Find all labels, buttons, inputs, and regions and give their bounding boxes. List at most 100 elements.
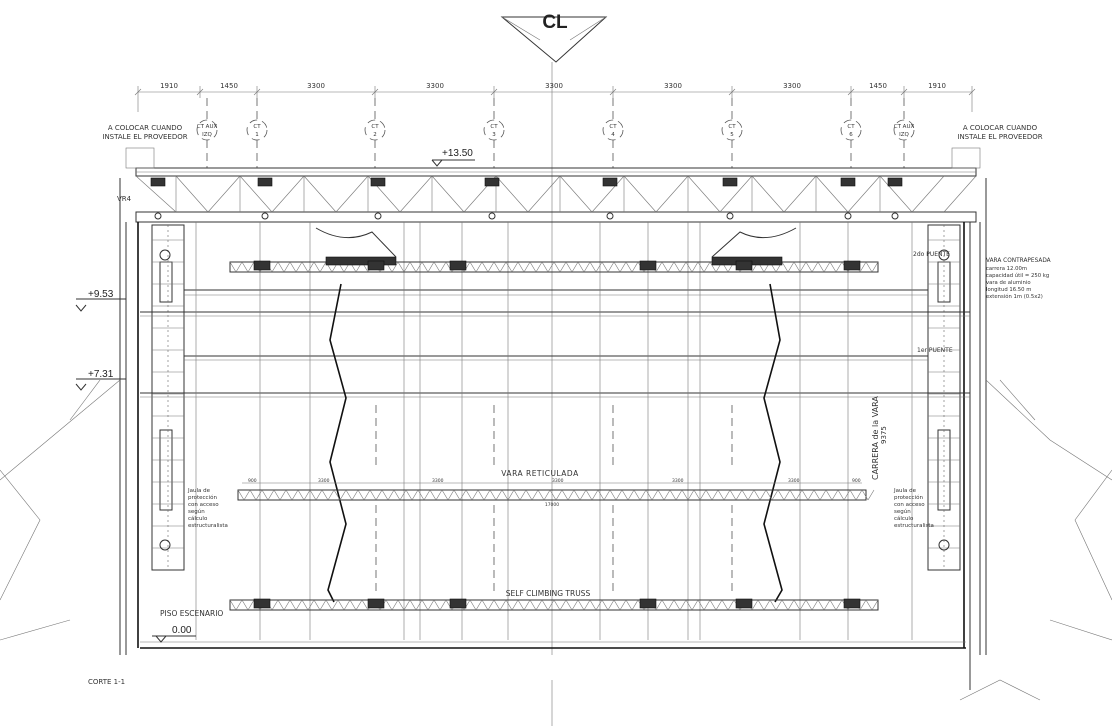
- axis-marker: CT 3: [483, 119, 505, 141]
- svg-text:CT: CT: [609, 124, 617, 130]
- counterweight-left: [151, 224, 185, 571]
- axis-markers: CT AUX IZQ CT 1 CT 2 CT 3 CT 4 CT 5: [196, 98, 915, 168]
- axis-marker: CT AUX IZQ: [196, 119, 218, 141]
- centerline-label: CL: [542, 12, 568, 33]
- svg-text:INSTALE EL PROVEEDOR: INSTALE EL PROVEEDOR: [957, 133, 1042, 141]
- floor-label: PISO ESCENARIO: [160, 609, 223, 618]
- svg-text:CT: CT: [490, 124, 498, 130]
- dim-5: 3300: [545, 82, 563, 90]
- svg-text:CT: CT: [371, 124, 379, 130]
- bridge-1er: [140, 355, 970, 398]
- second-bridge-label: 2do PUENTE: [913, 251, 950, 258]
- svg-text:protección: protección: [894, 494, 923, 501]
- svg-text:CT: CT: [728, 124, 736, 130]
- dim-3: 3300: [307, 82, 325, 90]
- level-top: +13.50: [431, 148, 475, 167]
- axis-marker: CT 5: [721, 119, 743, 141]
- vara-total-dim: 17000: [545, 502, 559, 508]
- svg-text:cálculo: cálculo: [188, 515, 208, 522]
- svg-text:IZQ: IZQ: [899, 132, 909, 138]
- svg-text:VARA CONTRAPESADA: VARA CONTRAPESADA: [986, 258, 1051, 264]
- svg-text:con acceso: con acceso: [188, 502, 219, 508]
- dim-8: 1450: [869, 82, 887, 90]
- svg-text:Jaula de: Jaula de: [893, 488, 917, 494]
- first-bridge-label: 1er PUENTE: [917, 347, 953, 354]
- svg-text:3300: 3300: [788, 478, 800, 484]
- svg-text:Jaula de: Jaula de: [187, 488, 211, 494]
- svg-text:CT: CT: [253, 124, 261, 130]
- svg-text:CT AUX: CT AUX: [197, 124, 218, 130]
- svg-text:3300: 3300: [318, 478, 330, 484]
- svg-text:INSTALE EL PROVEEDOR: INSTALE EL PROVEEDOR: [102, 133, 187, 141]
- self-climbing-truss: SELF CLIMBING TRUSS: [229, 589, 879, 611]
- svg-text:5: 5: [730, 132, 734, 138]
- svg-text:9375: 9375: [880, 426, 888, 444]
- svg-text:estructuralista: estructuralista: [894, 523, 934, 529]
- svg-text:extensión 1m (0.5x2): extensión 1m (0.5x2): [986, 293, 1043, 300]
- centerline-symbol: CL: [500, 12, 608, 726]
- vara-travel-note: CARRERA de la VARA 9375: [871, 396, 888, 480]
- level-top-label: +13.50: [442, 148, 473, 159]
- bridge-2do: [140, 289, 970, 317]
- svg-text:A COLOCAR CUANDO: A COLOCAR CUANDO: [108, 124, 183, 132]
- svg-text:1: 1: [255, 132, 259, 138]
- svg-text:estructuralista: estructuralista: [188, 523, 228, 529]
- level-upper-label: +9.53: [88, 289, 114, 300]
- svg-text:CARRERA de la VARA: CARRERA de la VARA: [871, 396, 880, 480]
- svg-text:900: 900: [852, 478, 861, 484]
- level-lower-label: +7.31: [88, 369, 114, 380]
- dim-7: 3300: [783, 82, 801, 90]
- svg-text:cálculo: cálculo: [894, 515, 914, 522]
- svg-text:4: 4: [611, 132, 615, 138]
- curtain-right: [763, 283, 783, 603]
- svg-text:6: 6: [849, 132, 853, 138]
- dimension-chain: 1910 1450 3300 3300 3300 3300 3300 1450 …: [134, 82, 976, 112]
- vara-reticulada: VARA RETICULADA 900 3300 3300 3300 3300 …: [237, 469, 875, 508]
- level-lower: +7.31: [75, 369, 126, 391]
- svg-text:según: según: [894, 508, 911, 515]
- upper-vara: [229, 227, 879, 273]
- svg-text:3: 3: [492, 132, 496, 138]
- floor-level: 0.00: [172, 625, 192, 636]
- cage-note-right: Jaula de protección con acceso según cál…: [893, 488, 934, 529]
- dim-2: 1450: [220, 82, 238, 90]
- svg-text:vara de aluminio: vara de aluminio: [986, 280, 1031, 286]
- svg-text:carrera 12.00m: carrera 12.00m: [986, 266, 1027, 272]
- cage-note-left: Jaula de protección con acceso según cál…: [187, 488, 228, 529]
- svg-text:A COLOCAR CUANDO: A COLOCAR CUANDO: [963, 124, 1038, 132]
- axis-marker: CT 2: [364, 119, 386, 141]
- side-walls: [0, 178, 1112, 701]
- svg-text:longitud 16.50 m: longitud 16.50 m: [986, 287, 1031, 293]
- svg-text:CT AUX: CT AUX: [894, 124, 915, 130]
- counterweight-note: VARA CONTRAPESADA carrera 12.00m capacid…: [986, 258, 1051, 300]
- dim-4: 3300: [426, 82, 444, 90]
- svg-text:capacidad útil = 250 kg: capacidad útil = 250 kg: [986, 272, 1049, 279]
- vara-reticulada-label: VARA RETICULADA: [501, 469, 579, 478]
- svg-text:900: 900: [248, 478, 257, 484]
- hanging-lines: [195, 222, 913, 640]
- axis-marker: CT 6: [840, 119, 862, 141]
- provider-note-left: A COLOCAR CUANDO INSTALE EL PROVEEDOR: [102, 124, 187, 141]
- svg-text:protección: protección: [188, 494, 217, 501]
- self-climbing-label: SELF CLIMBING TRUSS: [506, 589, 591, 598]
- vr4-label: VR4: [117, 195, 132, 203]
- section-label: CORTE 1-1: [88, 678, 125, 686]
- grid-truss: VR4: [117, 147, 981, 223]
- svg-text:3300: 3300: [672, 478, 684, 484]
- stage-floor: PISO ESCENARIO 0.00: [140, 609, 966, 649]
- level-upper: +9.53: [75, 289, 126, 312]
- dim-9: 1910: [928, 82, 946, 90]
- counterweight-right: [927, 224, 961, 571]
- axis-marker: CT AUX IZQ: [893, 119, 915, 141]
- curtain-left: [327, 283, 347, 603]
- axis-marker: CT 1: [246, 119, 268, 141]
- svg-text:CT: CT: [847, 124, 855, 130]
- svg-text:según: según: [188, 508, 205, 515]
- provider-note-right: A COLOCAR CUANDO INSTALE EL PROVEEDOR: [957, 124, 1042, 141]
- svg-text:3300: 3300: [432, 478, 444, 484]
- axis-marker: CT 4: [602, 119, 624, 141]
- svg-text:con acceso: con acceso: [894, 502, 925, 508]
- dim-1: 1910: [160, 82, 178, 90]
- svg-text:2: 2: [373, 132, 377, 138]
